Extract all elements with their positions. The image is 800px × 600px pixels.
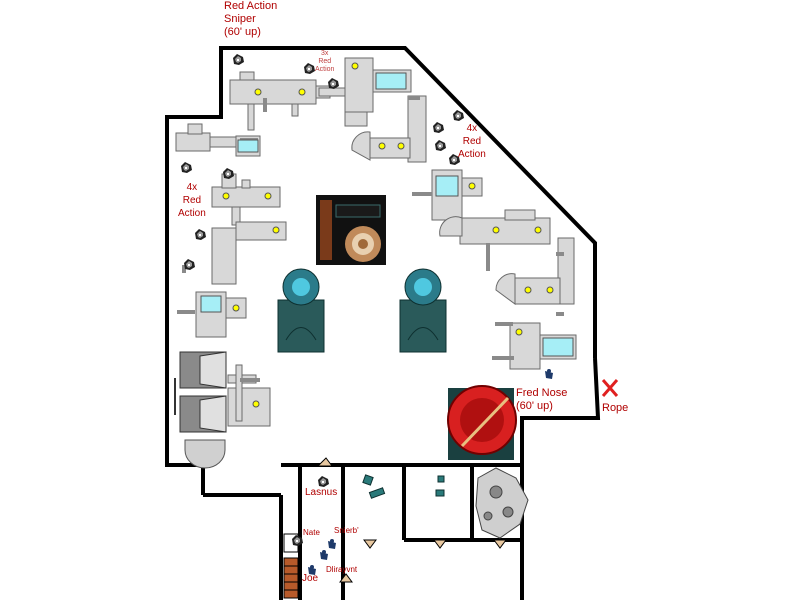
teal-capsules (277, 268, 447, 353)
indicator-lights (222, 62, 554, 408)
label-joe: Joe (302, 573, 319, 584)
machines (175, 57, 577, 427)
label-dlirayvnt: Dlirayvnt (326, 565, 358, 574)
doors (316, 457, 507, 583)
fred-nose-disc (447, 385, 517, 460)
label-sniper: Red Action Sniper (60' up) (224, 0, 278, 38)
crates (362, 474, 445, 499)
label-lasnus: Lasnus (305, 487, 338, 498)
rubble-pile (475, 467, 529, 539)
generators (174, 351, 227, 469)
label-rope: Rope (602, 402, 629, 414)
label-red-action-left: 4x Red Action (178, 182, 206, 219)
label-red-action-right: 4x Red Action (458, 123, 486, 160)
label-red-action-top: 3x Red Action (315, 50, 335, 73)
central-computer (316, 195, 386, 265)
x-marker-icon (601, 379, 619, 397)
label-snierb: Snierb' (334, 526, 359, 535)
monitor-screens (200, 72, 574, 357)
label-nate: Nate (303, 528, 320, 537)
label-fred-nose: Fred Nose (60' up) (516, 387, 568, 412)
